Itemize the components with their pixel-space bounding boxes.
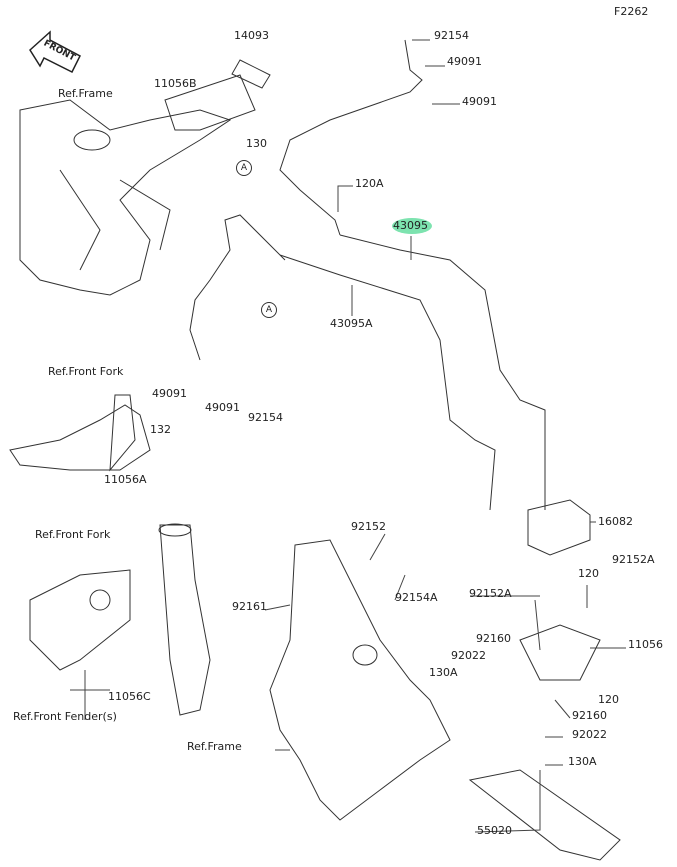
- leader-lines: [70, 39, 626, 833]
- callout-55020[interactable]: 55020: [477, 824, 512, 837]
- brake-hoses: [189, 39, 546, 511]
- callout-92160-a[interactable]: 92160: [476, 632, 511, 645]
- abs-unit-illustration: [527, 499, 591, 556]
- callout-49091-a[interactable]: 49091: [447, 55, 482, 68]
- callout-92152[interactable]: 92152: [351, 520, 386, 533]
- ref-front-fork-2: Ref.Front Fork: [35, 528, 111, 541]
- callout-49091-b[interactable]: 49091: [462, 95, 497, 108]
- callout-11056[interactable]: 11056: [628, 638, 663, 651]
- ref-frame-top: Ref.Frame: [58, 87, 113, 100]
- highlight-marker: [392, 218, 432, 234]
- ref-front-fender: Ref.Front Fender(s): [13, 710, 117, 723]
- reference-a-1: A: [236, 160, 252, 176]
- callout-92154-mid[interactable]: 92154: [248, 411, 283, 424]
- callout-43095[interactable]: 43095: [393, 219, 428, 232]
- callout-92152A-a[interactable]: 92152A: [469, 587, 512, 600]
- callout-14093[interactable]: 14093: [234, 29, 269, 42]
- callout-92154-top[interactable]: 92154: [434, 29, 469, 42]
- callout-120-a[interactable]: 120: [578, 567, 599, 580]
- frame-bottom-illustration: [269, 539, 621, 861]
- reference-a-2: A: [261, 302, 277, 318]
- callout-92161[interactable]: 92161: [232, 600, 267, 613]
- callout-11056A[interactable]: 11056A: [104, 473, 147, 486]
- callout-92022-b[interactable]: 92022: [572, 728, 607, 741]
- diagram-code: F2262: [614, 5, 649, 18]
- callout-49091-d[interactable]: 49091: [205, 401, 240, 414]
- frame-top-illustration: [19, 59, 271, 296]
- front-fork-illustration: [9, 394, 211, 716]
- callout-49091-c[interactable]: 49091: [152, 387, 187, 400]
- callout-11056C[interactable]: 11056C: [108, 690, 151, 703]
- ref-front-fork-1: Ref.Front Fork: [48, 365, 124, 378]
- callout-120A[interactable]: 120A: [355, 177, 384, 190]
- callout-43095A[interactable]: 43095A: [330, 317, 373, 330]
- callout-92152A-b[interactable]: 92152A: [612, 553, 655, 566]
- front-arrow-icon: [29, 30, 81, 74]
- callout-92154A[interactable]: 92154A: [395, 591, 438, 604]
- callout-16082[interactable]: 16082: [598, 515, 633, 528]
- callout-130[interactable]: 130: [246, 137, 267, 150]
- callout-130A-b[interactable]: 130A: [568, 755, 597, 768]
- callout-11056B[interactable]: 11056B: [154, 77, 197, 90]
- callout-120-b[interactable]: 120: [598, 693, 619, 706]
- callout-92160-b[interactable]: 92160: [572, 709, 607, 722]
- callout-130A-a[interactable]: 130A: [429, 666, 458, 679]
- callout-132[interactable]: 132: [150, 423, 171, 436]
- callout-92022-a[interactable]: 92022: [451, 649, 486, 662]
- ref-frame-bottom: Ref.Frame: [187, 740, 242, 753]
